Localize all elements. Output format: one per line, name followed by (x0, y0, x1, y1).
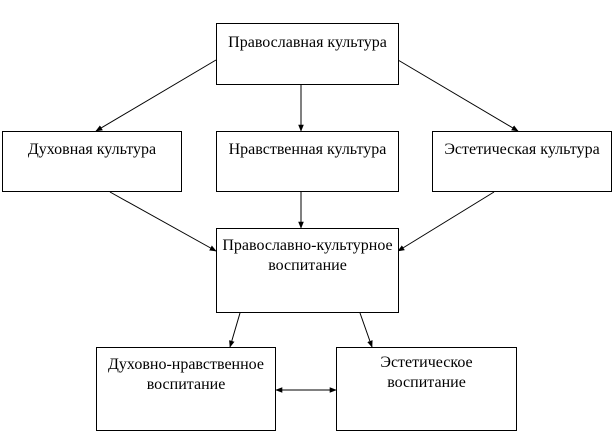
node-moral-culture-label: Нравственная культура (228, 141, 387, 158)
arrow-education-to-aesthetic-education (359, 312, 373, 348)
node-spiritual-moral-education-label: Духовно-нравственное воспитание (108, 356, 264, 393)
node-aesthetic-culture-label: Эстетическая культура (444, 141, 600, 158)
node-orthodox-culture: Православная культура (216, 23, 399, 85)
arrow-education-to-spiritual-moral (229, 312, 241, 348)
node-aesthetic-education: Эстетическое воспитание (336, 347, 517, 431)
node-spiritual-culture-label: Духовная культура (27, 141, 157, 158)
node-spiritual-moral-education: Духовно-нравственное воспитание (96, 347, 276, 431)
arrow-orthodox-to-aesthetic (397, 59, 519, 132)
node-orthodox-cultural-education: Православно-культурное воспитание (216, 228, 399, 313)
node-spiritual-culture: Духовная культура (2, 131, 182, 192)
node-orthodox-cultural-education-label: Православно-культурное воспитание (222, 237, 393, 274)
arrow-orthodox-to-spiritual (95, 59, 217, 132)
arrow-aesthetic-to-education (397, 191, 495, 252)
arrow-spiritual-to-education (109, 191, 217, 252)
node-moral-culture: Нравственная культура (216, 131, 399, 192)
node-aesthetic-culture: Эстетическая культура (432, 131, 612, 192)
node-aesthetic-education-label: Эстетическое воспитание (380, 354, 473, 391)
node-orthodox-culture-label: Православная культура (228, 34, 387, 51)
